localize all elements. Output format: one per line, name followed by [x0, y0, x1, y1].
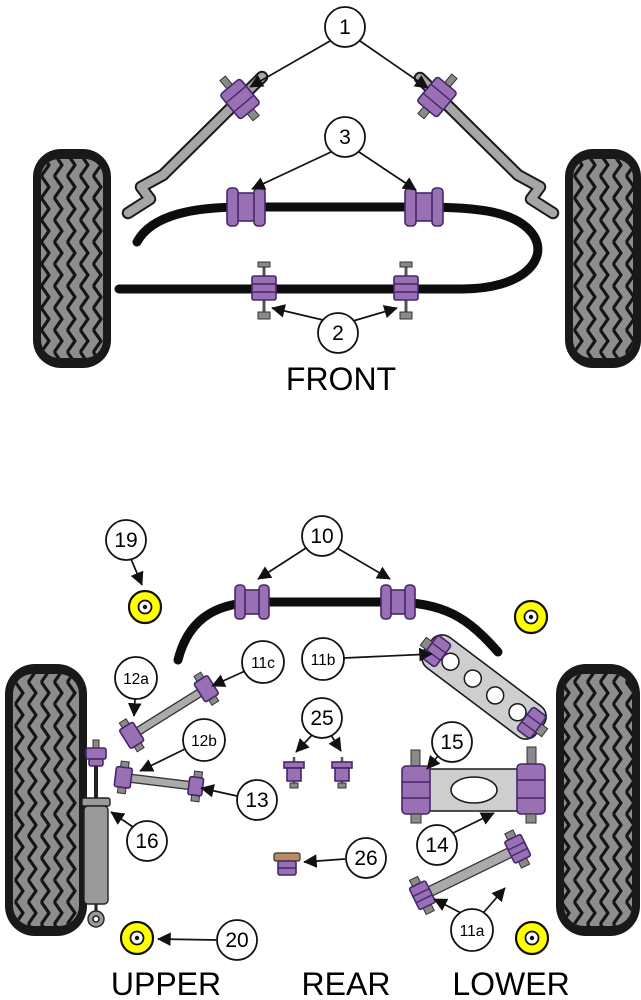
- callout-20: 20: [216, 919, 258, 961]
- small-bushing-25-left: [283, 757, 305, 789]
- callout-12a: 12a: [114, 656, 158, 700]
- rear-label: REAR: [302, 966, 391, 1000]
- callout-26: 26: [345, 837, 387, 879]
- callout-19-arrow: [130, 558, 144, 586]
- callout-11c-label: 11c: [251, 655, 275, 672]
- rear-left-tire: [5, 664, 87, 936]
- callout-3: 3: [324, 116, 366, 158]
- callout-12a-label: 12a: [123, 671, 149, 688]
- callout-12b: 12b: [182, 718, 226, 762]
- sway-bar-bushing-right-part3: [404, 187, 444, 227]
- front-droplink-bar-right-fill: [415, 73, 558, 218]
- callout-2-arrow-right: [352, 305, 398, 322]
- callout-16-label: 16: [135, 830, 158, 853]
- callout-14-arrow: [452, 812, 495, 834]
- callout-11a-arrow-right: [483, 887, 506, 913]
- yellow-insert-right-upper: [513, 599, 549, 635]
- lower-bushing-left-part2: [251, 261, 277, 320]
- rear-anti-roll-bar: [173, 597, 503, 665]
- shock-absorber-part16: [81, 739, 111, 928]
- callout-10-label: 10: [310, 525, 333, 548]
- front-right-tire: [565, 149, 641, 368]
- callout-2-label: 2: [332, 322, 344, 345]
- sway-bar-bushing-left-part3: [226, 187, 266, 227]
- small-bushing-25-right: [331, 757, 353, 789]
- callout-13-arrow: [200, 784, 238, 798]
- callout-11b-label: 11b: [311, 652, 336, 669]
- callout-12b-arrow: [139, 748, 186, 772]
- callout-11a: 11a: [450, 908, 494, 952]
- bushing-part26: [273, 852, 301, 876]
- lower-bushing-right-part2: [393, 261, 419, 320]
- callout-25-arrow-left: [295, 734, 313, 753]
- callout-26-label: 26: [354, 847, 377, 870]
- callout-14: 14: [416, 824, 458, 866]
- callout-3-arrow-right: [358, 151, 417, 191]
- rear-section: 19 10 11c 11b 12a 12b: [5, 515, 640, 1000]
- callout-16: 16: [126, 820, 168, 862]
- callout-20-label: 20: [225, 929, 248, 952]
- callout-10-arrow-right: [336, 547, 391, 580]
- callout-11a-label: 11a: [460, 923, 485, 940]
- front-droplink-bar-left-fill: [123, 72, 267, 218]
- callout-3-label: 3: [339, 126, 351, 149]
- lower-link-part12b: [113, 760, 205, 803]
- callout-12a-arrow: [127, 698, 142, 717]
- callout-12b-label: 12b: [191, 733, 217, 750]
- callout-11b: 11b: [301, 637, 345, 681]
- yellow-insert-right-lower: [514, 920, 550, 956]
- lower-arm-part11a: [408, 829, 532, 916]
- callout-1-arrow-right: [359, 40, 429, 89]
- upper-link-part12a: [118, 671, 220, 753]
- callout-19: 19: [105, 519, 147, 561]
- callout-2-arrow-left: [271, 304, 324, 321]
- callout-1-arrow-left: [249, 40, 331, 88]
- callout-11b-arrow: [343, 647, 433, 662]
- callout-15: 15: [431, 721, 473, 763]
- callout-1: 1: [324, 6, 366, 48]
- callout-10: 10: [301, 515, 343, 557]
- callout-13-label: 13: [245, 789, 268, 812]
- callout-3-arrow-left: [251, 151, 332, 190]
- front-anti-roll-bar: [114, 202, 543, 294]
- rear-right-tire: [556, 664, 640, 936]
- callout-25: 25: [301, 697, 343, 739]
- yellow-insert-left-part19: [127, 589, 163, 625]
- rear-bar-bushing-right-part10: [380, 584, 416, 620]
- trailing-arm-bracket-part14-15: [401, 746, 546, 824]
- front-label: FRONT: [286, 361, 396, 397]
- lower-label: LOWER: [452, 966, 569, 1000]
- upper-arm-plate-part11b: [419, 634, 549, 740]
- front-left-tire: [33, 149, 111, 368]
- droplink-bushing-right-part1: [417, 73, 458, 120]
- rear-bar-bushing-left-part10: [234, 584, 270, 620]
- front-section: 1 3 2 FRONT: [33, 6, 641, 397]
- callout-14-label: 14: [425, 834, 449, 857]
- callout-19-label: 19: [114, 529, 137, 552]
- callout-11c-arrow: [211, 670, 246, 687]
- callout-10-arrow-left: [257, 547, 307, 580]
- callout-15-arrow: [426, 754, 441, 770]
- callout-11c: 11c: [241, 640, 285, 684]
- yellow-insert-left-part20: [119, 920, 155, 956]
- callout-26-arrow: [303, 854, 346, 868]
- callout-1-label: 1: [339, 16, 351, 39]
- callout-25-arrow-right: [328, 734, 342, 752]
- callout-15-label: 15: [440, 731, 463, 754]
- callout-25-label: 25: [310, 707, 333, 730]
- callout-13: 13: [236, 779, 278, 821]
- callout-20-arrow: [157, 932, 217, 947]
- callout-11a-arrow-left: [433, 898, 462, 914]
- upper-label: UPPER: [111, 966, 221, 1000]
- callout-16-arrow: [110, 811, 134, 828]
- droplink-bushing-left-part1: [219, 75, 260, 122]
- callout-2: 2: [317, 312, 359, 354]
